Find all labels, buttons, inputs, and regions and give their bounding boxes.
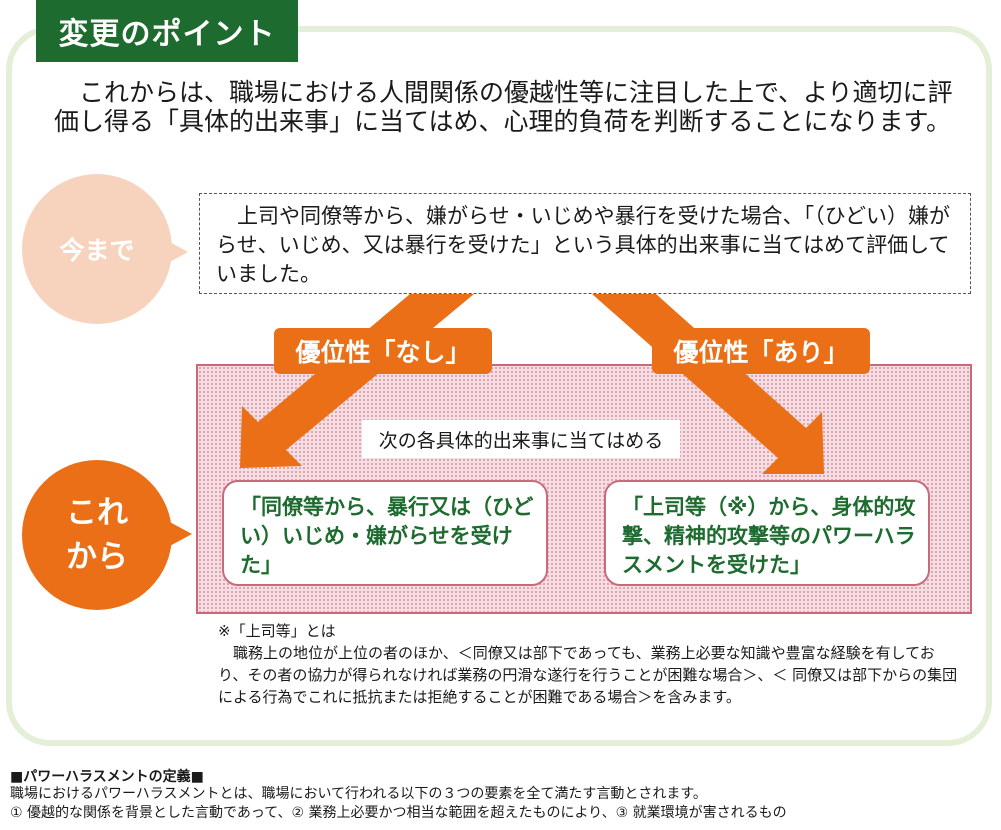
branch-yes-label: 優位性「あり」 — [652, 328, 870, 374]
apply-label: 次の各具体的出来事に当てはめる — [362, 420, 680, 458]
case-supervisor: 「上司等（※）から、身体的攻撃、精神的攻撃等のパワーハラスメントを受けた」 — [604, 480, 930, 586]
after-label-circle: これ から — [22, 460, 172, 610]
case-supervisor-text: 「上司等（※）から、身体的攻撃、精神的攻撃等のパワーハラスメントを受けた」 — [622, 495, 916, 577]
before-label: 今まで — [59, 236, 135, 265]
note-body: 職務上の地位が上位の者のほか、＜同僚又は部下であっても、業務上必要な知識や豊富な… — [218, 644, 958, 706]
before-label-circle: 今まで — [22, 174, 172, 324]
intro-text: これからは、職場における人間関係の優越性等に注目した上で、より適切に評価し得る「… — [54, 78, 953, 136]
branch-none-label: 優位性「なし」 — [274, 328, 492, 374]
case-coworker: 「同僚等から、暴行又は（ひどい）いじめ・嫌がらせを受けた」 — [222, 480, 548, 586]
section-title: 変更のポイント — [36, 0, 298, 62]
arrow-right — [592, 294, 824, 474]
definition-title: ■パワーハラスメントの定義■ — [10, 769, 204, 785]
after-label-line2: から — [66, 539, 128, 575]
before-description: 上司や同僚等から、嫌がらせ・いじめや暴行を受けた場合、「（ひどい）嫌がらせ、いじ… — [216, 204, 950, 286]
before-description-box: 上司や同僚等から、嫌がらせ・いじめや暴行を受けた場合、「（ひどい）嫌がらせ、いじ… — [199, 193, 971, 294]
case-coworker-text: 「同僚等から、暴行又は（ひどい）いじめ・嫌がらせを受けた」 — [240, 495, 534, 577]
definition-line-1: 職場におけるパワーハラスメントとは、職場において行われる以下の３つの要素を全て満… — [10, 786, 707, 802]
definition-line-2: ① 優越的な関係を背景とした言動であって、② 業務上必要かつ相当な範囲を超えたも… — [10, 805, 787, 821]
after-label-line1: これ — [66, 495, 128, 531]
note-heading: ※「上司等」とは — [218, 622, 336, 640]
